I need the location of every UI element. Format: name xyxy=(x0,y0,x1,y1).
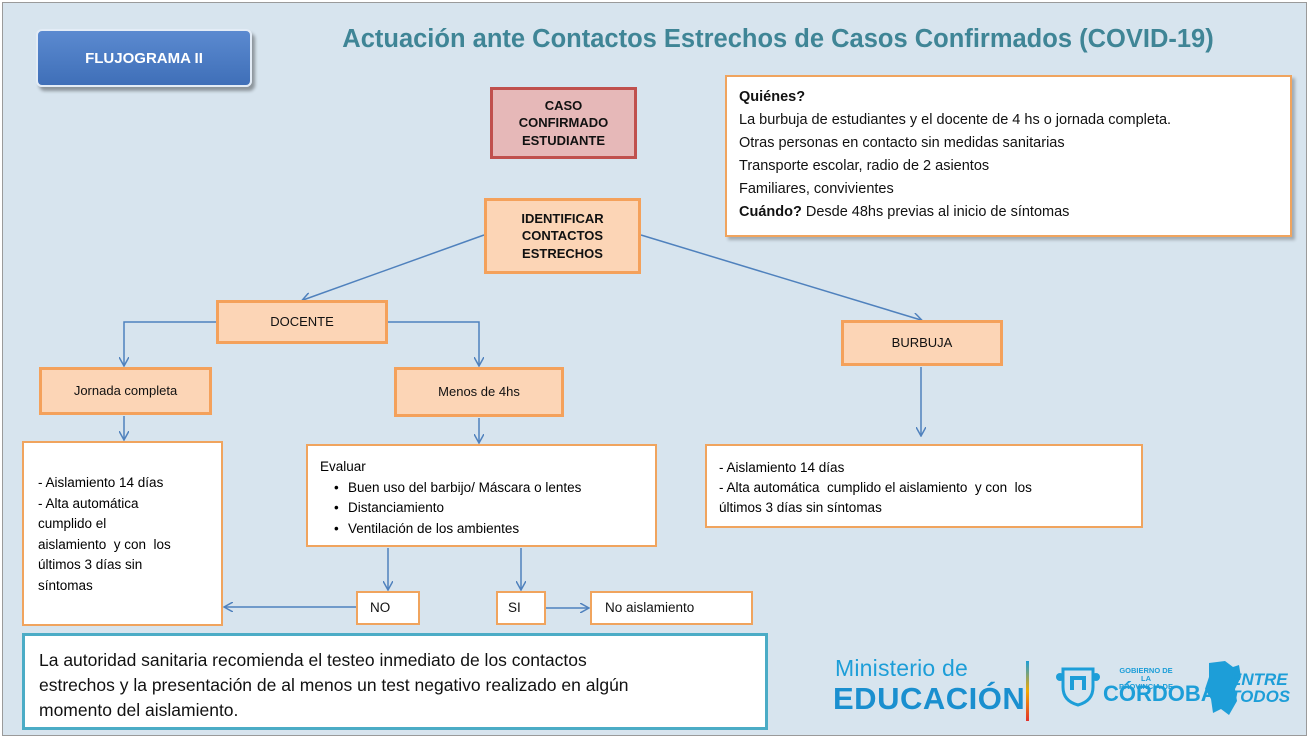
logo-divider xyxy=(1026,661,1029,721)
aislamiento-burbuja-box: - Aislamiento 14 días - Alta automática … xyxy=(705,444,1143,528)
logos-footer: Ministerio de EDUCACIÓN GOBIERNO DE LA P… xyxy=(833,655,1293,725)
gobierno-provincia-text: GOBIERNO DE LA PROVINCIA DE xyxy=(1116,667,1176,691)
autoridad-line-1: La autoridad sanitaria recomienda el tes… xyxy=(39,650,587,670)
autoridad-sanitaria-note: La autoridad sanitaria recomienda el tes… xyxy=(22,633,768,730)
cuando-line: Cuándo? Desde 48hs previas al inicio de … xyxy=(739,201,1278,224)
no-aislamiento-node: No aislamiento xyxy=(590,591,753,625)
page-title: Actuación ante Contactos Estrechos de Ca… xyxy=(342,25,1214,53)
flujograma-tag: FLUJOGRAMA II xyxy=(36,29,252,87)
evaluar-box: Evaluar • Buen uso del barbijo/ Máscara o… xyxy=(306,444,657,547)
no-node: NO xyxy=(356,591,420,625)
caso-line-1: CASO xyxy=(544,97,583,113)
evaluar-item-text: Distanciamiento xyxy=(348,500,445,515)
caso-confirmado-node: CASO CONFIRMADO ESTUDIANTE xyxy=(490,87,637,159)
quienes-line-1: La burbuja de estudiantes y el docente d… xyxy=(739,112,1172,128)
bullet-icon: • xyxy=(334,500,339,515)
aislamiento-right-line-3: últimos 3 días sin síntomas xyxy=(719,500,882,515)
cordoba-crest-icon xyxy=(1056,667,1100,707)
flow-arrows xyxy=(3,234,1307,736)
identificar-line-3: ESTRECHOS xyxy=(522,245,603,261)
autoridad-line-3: momento del aislamiento. xyxy=(39,700,239,720)
entre-text: ENTRE xyxy=(1230,670,1288,689)
todos-text: TODOS xyxy=(1230,687,1291,706)
cordoba-province-map-icon xyxy=(1205,661,1241,715)
menos-de-4hs-node: Menos de 4hs xyxy=(394,367,564,417)
caso-line-3: ESTUDIANTE xyxy=(521,132,606,148)
jornada-completa-node: Jornada completa xyxy=(39,367,212,415)
bullet-icon: • xyxy=(334,520,339,536)
gobierno-line-1: GOBIERNO DE LA xyxy=(1119,666,1173,683)
arrow-docente-menos xyxy=(388,321,479,365)
ministerio-logo-bottom: EDUCACIÓN xyxy=(833,681,1026,716)
ministerio-logo-top: Ministerio de xyxy=(835,655,968,681)
aislamiento-left-line-5: últimos 3 días sin xyxy=(38,557,143,572)
arrow-identificar-docente xyxy=(303,234,485,300)
cuando-text: Desde 48hs previas al inicio de síntomas xyxy=(801,204,1070,220)
evaluar-item: • Distanciamiento xyxy=(334,498,645,519)
aislamiento-right-line-2: - Alta automática cumplido el aislamient… xyxy=(719,480,1032,495)
entre-todos-logo: ENTRE TODOS xyxy=(1230,671,1290,705)
aislamiento-right-line-1: - Aislamiento 14 días xyxy=(719,460,845,475)
evaluar-item: • Ventilación de los ambientes xyxy=(334,519,645,540)
bullet-icon: • xyxy=(334,479,339,495)
quienes-line-2: Otras personas en contacto sin medidas s… xyxy=(739,135,1065,151)
evaluar-item-text: Buen uso del barbijo/ Máscara o lentes xyxy=(348,479,582,495)
caso-line-2: CONFIRMADO xyxy=(518,115,609,131)
aislamiento-left-line-1: - Aislamiento 14 días xyxy=(38,475,164,490)
identificar-line-1: IDENTIFICAR xyxy=(521,210,604,226)
quienes-line-3: Transporte escolar, radio de 2 asientos xyxy=(739,158,990,174)
gobierno-line-2: PROVINCIA DE xyxy=(1119,682,1173,691)
aislamiento-left-line-4: aislamiento y con los xyxy=(38,536,171,552)
cordoba-logo-text: CÓRDOBA xyxy=(1103,681,1217,706)
aislamiento-left-line-2: - Alta automática xyxy=(38,495,139,511)
evaluar-item-text: Ventilación de los ambientes xyxy=(348,520,520,536)
cuando-label: Cuándo? xyxy=(739,204,802,220)
autoridad-line-2: estrechos y la presentación de al menos … xyxy=(39,675,629,695)
evaluar-heading: Evaluar xyxy=(320,459,366,474)
quienes-heading: Quiénes? xyxy=(739,89,806,105)
arrow-identificar-burbuja xyxy=(640,234,921,320)
identificar-line-2: CONTACTOS xyxy=(521,228,604,244)
aislamiento-docente-box: - Aislamiento 14 días - Alta automática … xyxy=(22,441,223,626)
evaluar-item: • Buen uso del barbijo/ Máscara o lentes xyxy=(334,478,645,499)
docente-node: DOCENTE xyxy=(216,300,388,344)
identificar-contactos-node: IDENTIFICAR CONTACTOS ESTRECHOS xyxy=(484,198,641,274)
burbuja-node: BURBUJA xyxy=(841,320,1003,366)
si-node: SI xyxy=(496,591,546,625)
evaluar-list: •Buen uso del barbijo/ Máscara o lentes … xyxy=(320,478,645,540)
quienes-line-4: Familiares, convivientes xyxy=(739,181,894,197)
aislamiento-left-line-6: síntomas xyxy=(38,577,93,593)
quienes-info-box: Quiénes? La burbuja de estudiantes y el … xyxy=(725,75,1292,237)
arrow-docente-jornada xyxy=(124,321,216,365)
aislamiento-left-line-3: cumplido el xyxy=(38,516,107,531)
